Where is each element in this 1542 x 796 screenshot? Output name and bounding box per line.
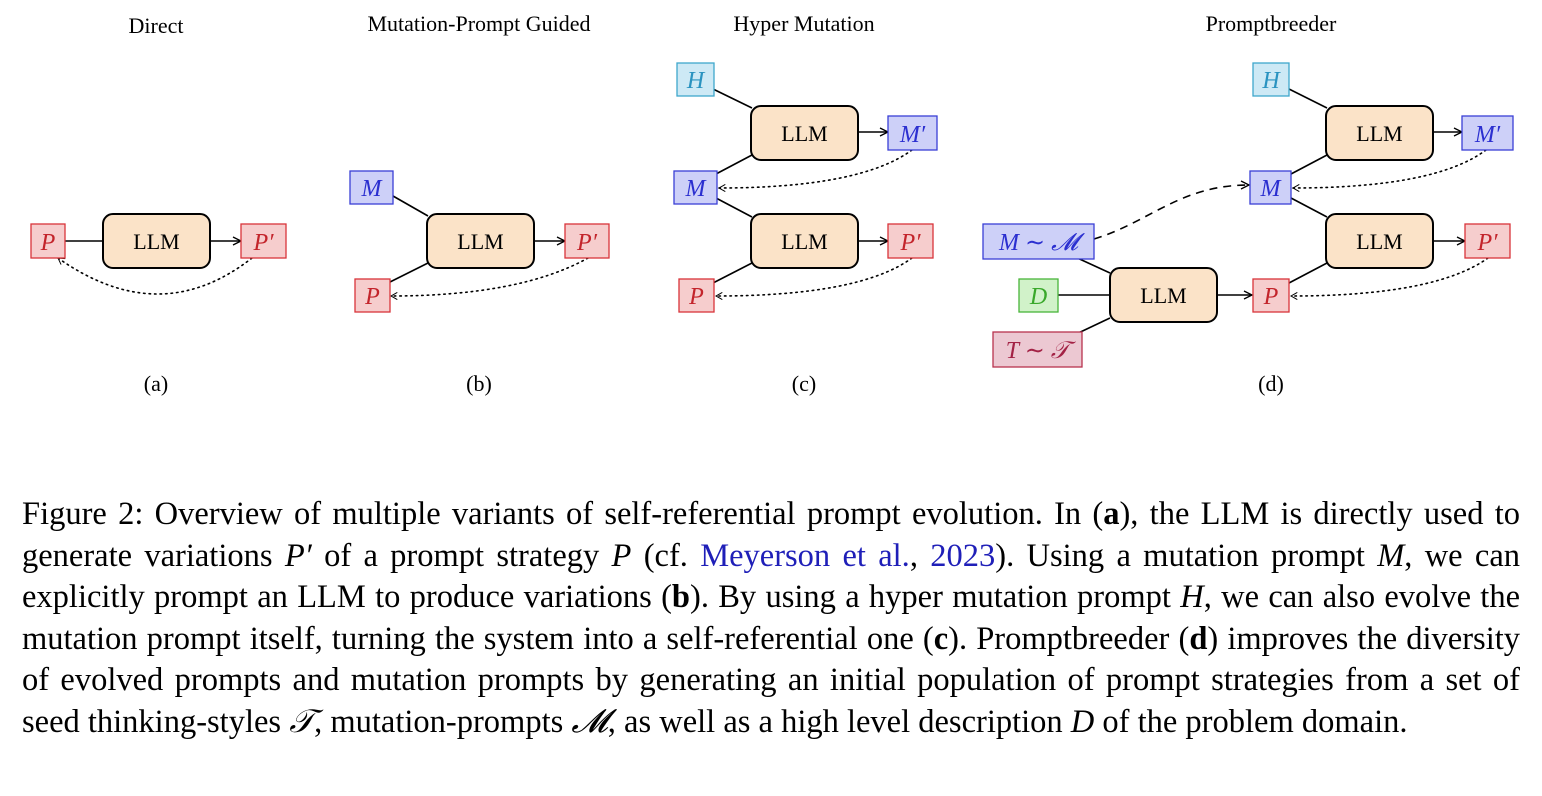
llm-node — [1109, 267, 1218, 323]
mutation-prompt-prime-node — [887, 115, 938, 151]
panel-d: LLM LLM LLM H M P M′ P′ M ∼ 𝓜 D T ∼ 𝒯 — [982, 62, 1514, 368]
caption-text: , we can explicitly prompt an LLM to pro… — [22, 537, 1521, 616]
caption-text: of a prompt strategy — [311, 537, 612, 574]
citation-year-link[interactable]: 2023 — [930, 537, 996, 574]
caption-math-h: H — [1180, 579, 1204, 615]
domain-description-label: D — [1029, 284, 1047, 310]
prompt-label: P — [1263, 284, 1279, 310]
caption-text: , as well as a high level description — [607, 703, 1071, 740]
caption-math-mutation-prompts: 𝓜 — [571, 703, 608, 740]
caption-text: (cf. — [631, 537, 701, 574]
llm-node — [750, 213, 859, 269]
llm-label: LLM — [781, 121, 827, 146]
panel-b: LLM M P P′ — [349, 170, 610, 313]
llm-label: LLM — [457, 229, 503, 254]
llm-node — [1325, 105, 1434, 161]
caption-text: , — [909, 537, 931, 574]
llm-label: LLM — [133, 229, 179, 254]
mutation-prompt-node — [673, 170, 718, 205]
thinking-style-set-label: T ∼ 𝒯 — [1006, 338, 1077, 364]
domain-description-node — [1018, 278, 1059, 313]
llm-label: LLM — [781, 229, 827, 254]
prompt-prime-label: P′ — [1477, 230, 1499, 256]
thinking-style-set-node — [992, 331, 1083, 368]
citation-author-link[interactable]: Meyerson et al. — [700, 537, 910, 574]
mutation-prompt-node — [349, 170, 394, 205]
panel-label-c: (c) — [792, 371, 816, 396]
prompt-prime-label: P′ — [900, 230, 922, 256]
mutation-prompt-label: M — [1260, 176, 1283, 202]
caption-text: ), the LLM is directly used to generate … — [22, 496, 1520, 574]
prompt-node — [1252, 278, 1290, 313]
caption-text: Figure 2: Overview of multiple variants … — [22, 496, 1104, 532]
hyper-mutation-prompt-label: H — [1261, 68, 1281, 94]
caption-math-p: P — [611, 537, 632, 574]
mutation-prompt-set-node — [982, 223, 1095, 260]
llm-node — [1325, 213, 1434, 269]
panel-a: LLM P P′ — [30, 213, 287, 295]
panel-label-d: (d) — [1258, 371, 1284, 396]
caption-text: ). Promptbreeder ( — [948, 620, 1190, 657]
panel-title-promptbreeder: Promptbreeder — [1206, 11, 1337, 36]
prompt-label: P — [40, 230, 56, 256]
prompt-label: P — [364, 284, 380, 310]
caption-ref-d: d — [1189, 620, 1208, 657]
llm-node — [426, 213, 535, 269]
llm-label: LLM — [1356, 229, 1402, 254]
llm-node — [102, 213, 211, 269]
caption-text: , we can also evolve the mutation prompt… — [22, 579, 1521, 657]
llm-node — [750, 105, 859, 161]
prompt-prime-node — [887, 223, 934, 259]
llm-label: LLM — [1356, 121, 1402, 146]
caption-text: ). Using a mutation prompt — [995, 537, 1378, 574]
figure-caption: Figure 2: Overview of multiple variants … — [22, 494, 1520, 743]
mutation-prompt-label: M — [685, 176, 708, 202]
prompt-prime-label: P′ — [253, 230, 275, 256]
prompt-node — [354, 278, 391, 313]
prompt-node — [678, 278, 715, 313]
prompt-prime-node — [240, 223, 287, 259]
hyper-mutation-prompt-label: H — [686, 68, 706, 94]
caption-ref-b: b — [671, 579, 690, 615]
mutation-prompt-prime-label: M′ — [1474, 122, 1501, 148]
prompt-node — [30, 223, 66, 259]
panel-label-a: (a) — [144, 371, 168, 396]
hyper-mutation-prompt-node — [1252, 62, 1290, 97]
caption-math-thinking-styles: 𝒯 — [289, 703, 315, 740]
panel-title-hyper-mutation: Hyper Mutation — [733, 11, 874, 36]
caption-text: ). By using a hyper mutation prompt — [690, 579, 1181, 615]
mutation-prompt-prime-label: M′ — [899, 122, 926, 148]
caption-math-m: M — [1377, 537, 1405, 574]
caption-ref-c: c — [933, 620, 949, 657]
panel-title-direct: Direct — [129, 13, 184, 38]
mutation-prompt-label: M — [361, 176, 384, 202]
prompt-prime-node — [1464, 223, 1511, 259]
prompt-prime-label: P′ — [576, 230, 598, 256]
caption-text: , mutation-prompts — [314, 703, 572, 740]
mutation-prompt-node — [1249, 170, 1292, 205]
mutation-prompt-set-label: M ∼ 𝓜 — [998, 230, 1085, 256]
prompt-label: P — [688, 284, 704, 310]
mutation-prompt-prime-node — [1461, 115, 1514, 151]
caption-text: of the problem domain. — [1094, 703, 1408, 740]
caption-math-d: D — [1070, 703, 1095, 740]
llm-label: LLM — [1140, 283, 1186, 308]
panel-title-mutation-prompt-guided: Mutation-Prompt Guided — [367, 11, 590, 36]
caption-math-p-prime: P′ — [284, 537, 312, 574]
hyper-mutation-prompt-node — [676, 62, 715, 97]
caption-text: ) improves the diversity of evolved prom… — [22, 620, 1521, 740]
panel-c: LLM LLM H M P M′ P′ — [673, 62, 938, 313]
prompt-prime-node — [564, 223, 610, 259]
caption-ref-a: a — [1103, 496, 1120, 532]
diagram: Direct Mutation-Prompt Guided Hyper Muta… — [30, 11, 1514, 396]
panel-label-b: (b) — [466, 371, 492, 396]
